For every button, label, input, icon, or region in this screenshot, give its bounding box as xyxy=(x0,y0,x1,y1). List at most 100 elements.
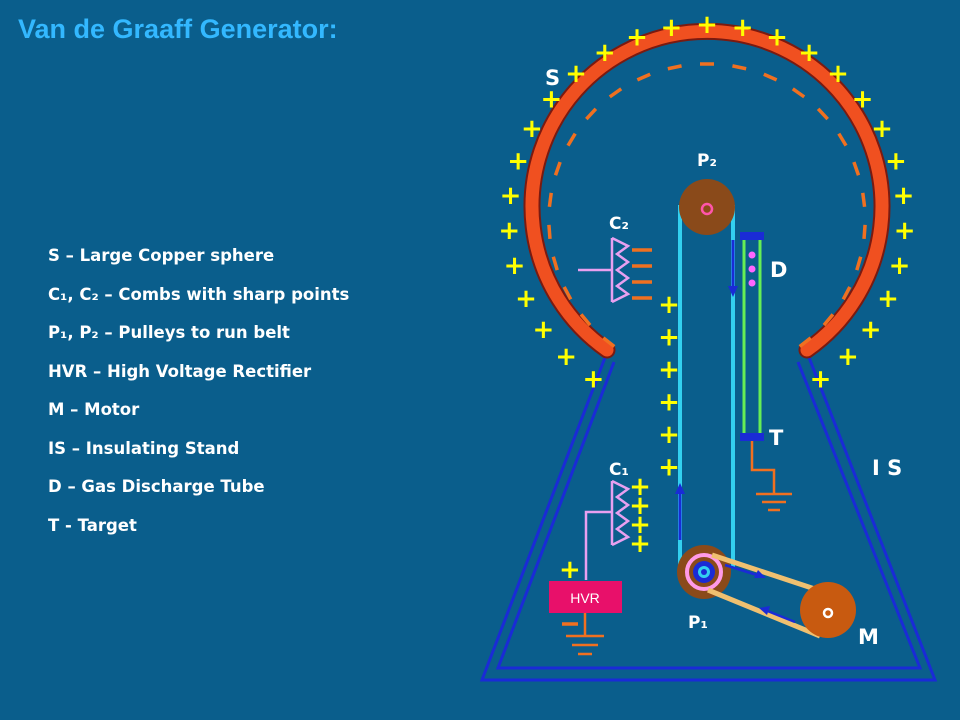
plus-charge: + xyxy=(629,472,651,502)
plus-charge: + xyxy=(507,146,529,176)
minus-charge xyxy=(837,132,848,147)
minus-charge xyxy=(547,224,552,240)
plus-charge: + xyxy=(658,388,680,418)
plus-charge: + xyxy=(885,146,907,176)
plus-charge: + xyxy=(658,290,680,320)
plus-charge: + xyxy=(521,114,543,144)
minus-charge xyxy=(816,107,829,121)
insulating-stand xyxy=(479,354,938,682)
hvr-rectifier: HVR xyxy=(549,581,622,656)
legend-item-combs: C₁, C₂ – Combs with sharp points xyxy=(48,284,350,304)
minus-charge xyxy=(579,313,592,327)
minus-charge xyxy=(852,161,861,176)
minus-charge xyxy=(862,224,867,240)
plus-charge: + xyxy=(810,365,832,395)
pulley-p1-label: P₁ xyxy=(688,613,708,633)
minus-charge xyxy=(763,72,778,82)
plus-charge: + xyxy=(877,284,899,314)
legend-item-s: S – Large Copper sphere xyxy=(48,246,275,265)
minus-charge xyxy=(566,132,577,147)
stand-label: I S xyxy=(872,456,902,480)
legend-list: S – Large Copper sphere C₁, C₂ – Combs w… xyxy=(48,246,349,554)
motor-label: M xyxy=(858,625,879,649)
plus-charge: + xyxy=(500,181,522,211)
copper-sphere xyxy=(523,22,891,359)
belt-up-arrow xyxy=(675,483,685,540)
minus-charge xyxy=(585,107,598,121)
plus-charge: + xyxy=(658,453,680,483)
legend-item-stand: IS – Insulating Stand xyxy=(48,438,240,458)
comb-c1-plus-charges: ++++ xyxy=(629,472,651,559)
minus-charge xyxy=(551,256,559,271)
plus-charge: + xyxy=(860,315,882,345)
sphere-minus-charges xyxy=(547,62,867,348)
plus-charge: + xyxy=(555,342,577,372)
hvr-plus-charge: + xyxy=(559,555,581,585)
plus-charge: + xyxy=(766,23,788,53)
plus-charge: + xyxy=(661,13,683,43)
target-ground-icon xyxy=(750,441,792,512)
plus-charge: + xyxy=(894,216,916,246)
plus-charge: + xyxy=(893,181,915,211)
plus-charge: + xyxy=(889,251,911,281)
plus-charge: + xyxy=(504,251,526,281)
plus-charge: + xyxy=(658,355,680,385)
minus-charge xyxy=(798,336,812,348)
plus-charge: + xyxy=(732,13,754,43)
plus-charge: + xyxy=(498,216,520,246)
plus-charge: + xyxy=(852,84,874,114)
belt xyxy=(678,205,735,568)
plus-charge: + xyxy=(515,284,537,314)
plus-charge: + xyxy=(626,23,648,53)
minus-charge xyxy=(667,64,682,71)
pulley-p2-label: P₂ xyxy=(697,151,717,171)
target-label: T xyxy=(769,426,784,450)
plus-charge: + xyxy=(798,38,820,68)
plus-charge: + xyxy=(871,114,893,144)
plus-charge: + xyxy=(629,510,651,540)
minus-charge xyxy=(791,87,806,99)
plus-charge: + xyxy=(594,38,616,68)
tube-label: D xyxy=(770,258,787,282)
sphere-label: S xyxy=(545,66,560,90)
minus-charge xyxy=(732,64,747,71)
comb-c2-label: C₂ xyxy=(609,214,629,234)
plus-charge: + xyxy=(837,342,859,372)
belt-plus-charges: ++++++ xyxy=(658,290,680,483)
motor xyxy=(707,552,856,639)
comb-c1-label: C₁ xyxy=(609,460,629,480)
plus-charge: + xyxy=(533,315,555,345)
legend-item-tube: D – Gas Discharge Tube xyxy=(48,477,265,496)
minus-charge xyxy=(822,313,835,327)
hvr-label: HVR xyxy=(570,590,600,606)
plus-charge: + xyxy=(658,323,680,353)
legend-item-motor: M – Motor xyxy=(48,400,140,419)
plus-charge: + xyxy=(629,491,651,521)
legend-item-target: T - Target xyxy=(48,515,137,535)
minus-charge xyxy=(861,192,867,208)
plus-charge: + xyxy=(541,84,563,114)
plus-charge: + xyxy=(658,420,680,450)
minus-charge xyxy=(547,192,553,208)
plus-charge: + xyxy=(629,529,651,559)
comb-c2 xyxy=(578,236,652,304)
minus-charge xyxy=(636,72,651,82)
minus-charge xyxy=(608,87,623,99)
discharge-tube xyxy=(740,232,764,441)
minus-charge xyxy=(553,161,562,176)
belt-down-arrow xyxy=(728,240,738,297)
plus-charge: + xyxy=(565,59,587,89)
legend-item-hvr: HVR – High Voltage Rectifier xyxy=(48,361,312,381)
plus-charge: + xyxy=(827,59,849,89)
minus-charge xyxy=(841,286,852,301)
plus-charge: + xyxy=(583,365,605,395)
plus-charge: + xyxy=(696,10,718,40)
comb-c1 xyxy=(584,479,631,580)
legend-item-pulleys: P₁, P₂ – Pulleys to run belt xyxy=(48,323,290,342)
minus-charge xyxy=(855,256,863,271)
page-title: Van de Graaff Generator: xyxy=(18,14,338,44)
minus-charge xyxy=(562,286,573,301)
pulley-p1 xyxy=(677,545,731,599)
sphere-plus-charges: +++++++++++++++++++++++++++++ xyxy=(498,10,915,395)
